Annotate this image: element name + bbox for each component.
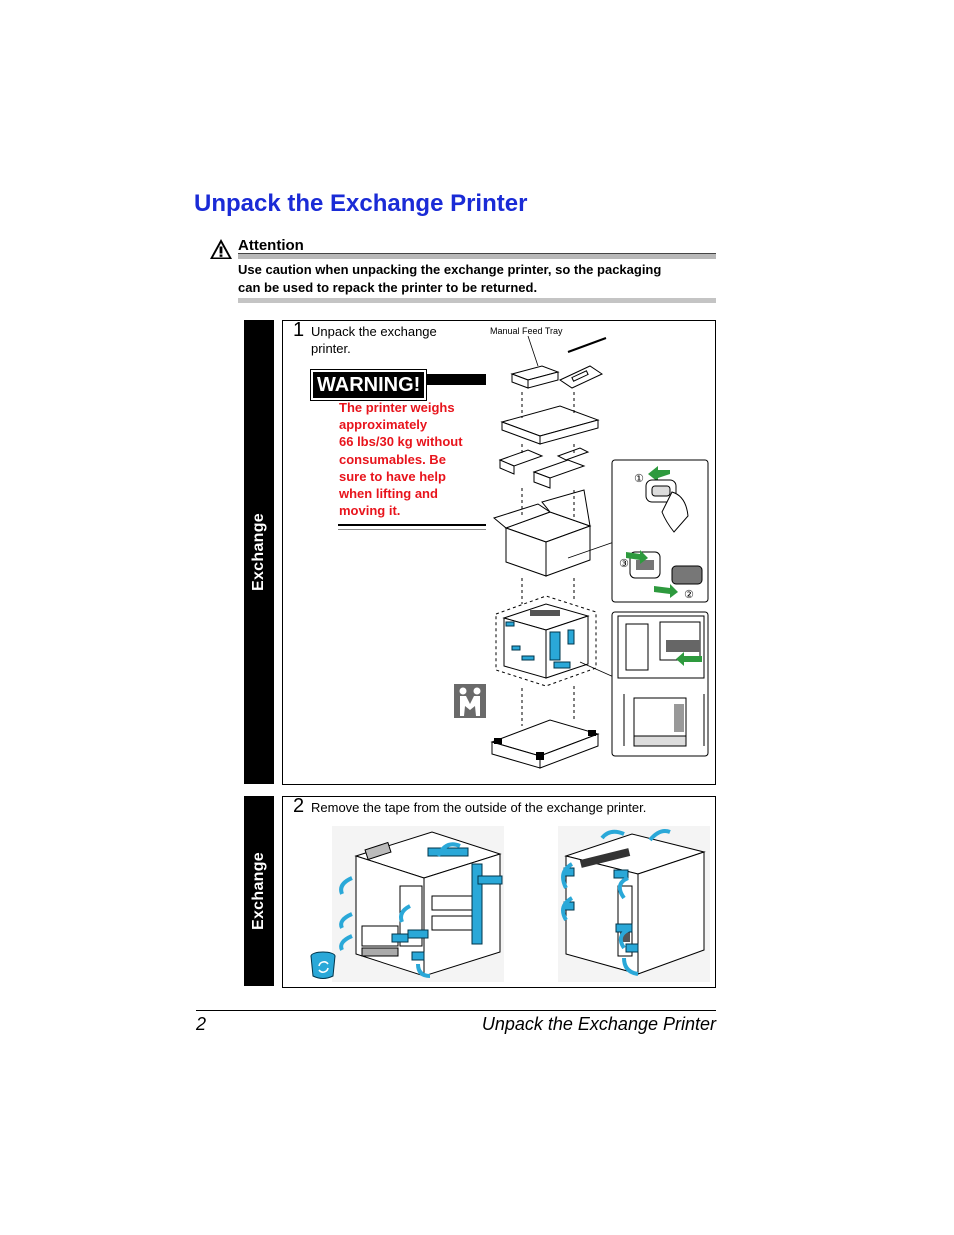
footer-rule [196, 1010, 716, 1011]
attention-line-1: Use caution when unpacking the exchange … [238, 262, 662, 277]
warning-bar [424, 374, 486, 385]
printer-rear-tape-illustration [558, 826, 710, 982]
step-1-text-line-2: printer. [311, 341, 351, 356]
printer-front-tape-illustration [332, 826, 504, 982]
manual-feed-tray-label: Manual Feed Tray [490, 326, 563, 336]
recycle-bin-icon [310, 951, 336, 979]
attention-rule-bottom [238, 298, 716, 303]
step-1-text-line-1: Unpack the exchange [311, 324, 437, 339]
side-tab-exchange-2: Exchange [244, 796, 274, 986]
warning-label: WARNING! [309, 369, 428, 401]
callout-2: ② [684, 588, 694, 601]
warning-line: sure to have help [339, 468, 446, 484]
attention-line-2: can be used to repack the printer to be … [238, 280, 538, 295]
side-tab-label: Exchange [250, 513, 267, 591]
side-tab-exchange-1: Exchange [244, 320, 274, 784]
step-1-text: Unpack the exchange printer. [311, 323, 437, 357]
warning-rule [338, 524, 486, 530]
attention-heading: Attention [238, 237, 304, 254]
step-1-number: 1 [293, 319, 305, 341]
warning-line: approximately [339, 417, 428, 433]
two-person-lift-icon [454, 684, 486, 718]
warning-text: The printer weighs approximately 66 lbs/… [339, 399, 489, 519]
step-2-number: 2 [293, 795, 305, 817]
callout-1: ① [634, 472, 644, 485]
warning-line: consumables. Be [339, 451, 446, 467]
warning-line: when lifting and [339, 486, 438, 502]
warning-line: The printer weighs [339, 400, 455, 415]
footer-page-number: 2 [196, 1014, 207, 1034]
page-title: Unpack the Exchange Printer [194, 190, 528, 217]
side-tab-label: Exchange [250, 852, 267, 930]
footer-title: Unpack the Exchange Printer [481, 1014, 716, 1034]
warning-line: moving it. [339, 503, 401, 519]
unpacking-illustration: Manual Feed Tray [454, 326, 709, 769]
warning-triangle-icon [210, 239, 232, 259]
step-2-text: Remove the tape from the outside of the … [311, 800, 647, 815]
attention-rule [238, 253, 716, 259]
attention-text: Use caution when unpacking the exchange … [238, 261, 716, 297]
warning-line: 66 lbs/30 kg without [339, 434, 463, 450]
callout-3: ③ [619, 557, 629, 570]
